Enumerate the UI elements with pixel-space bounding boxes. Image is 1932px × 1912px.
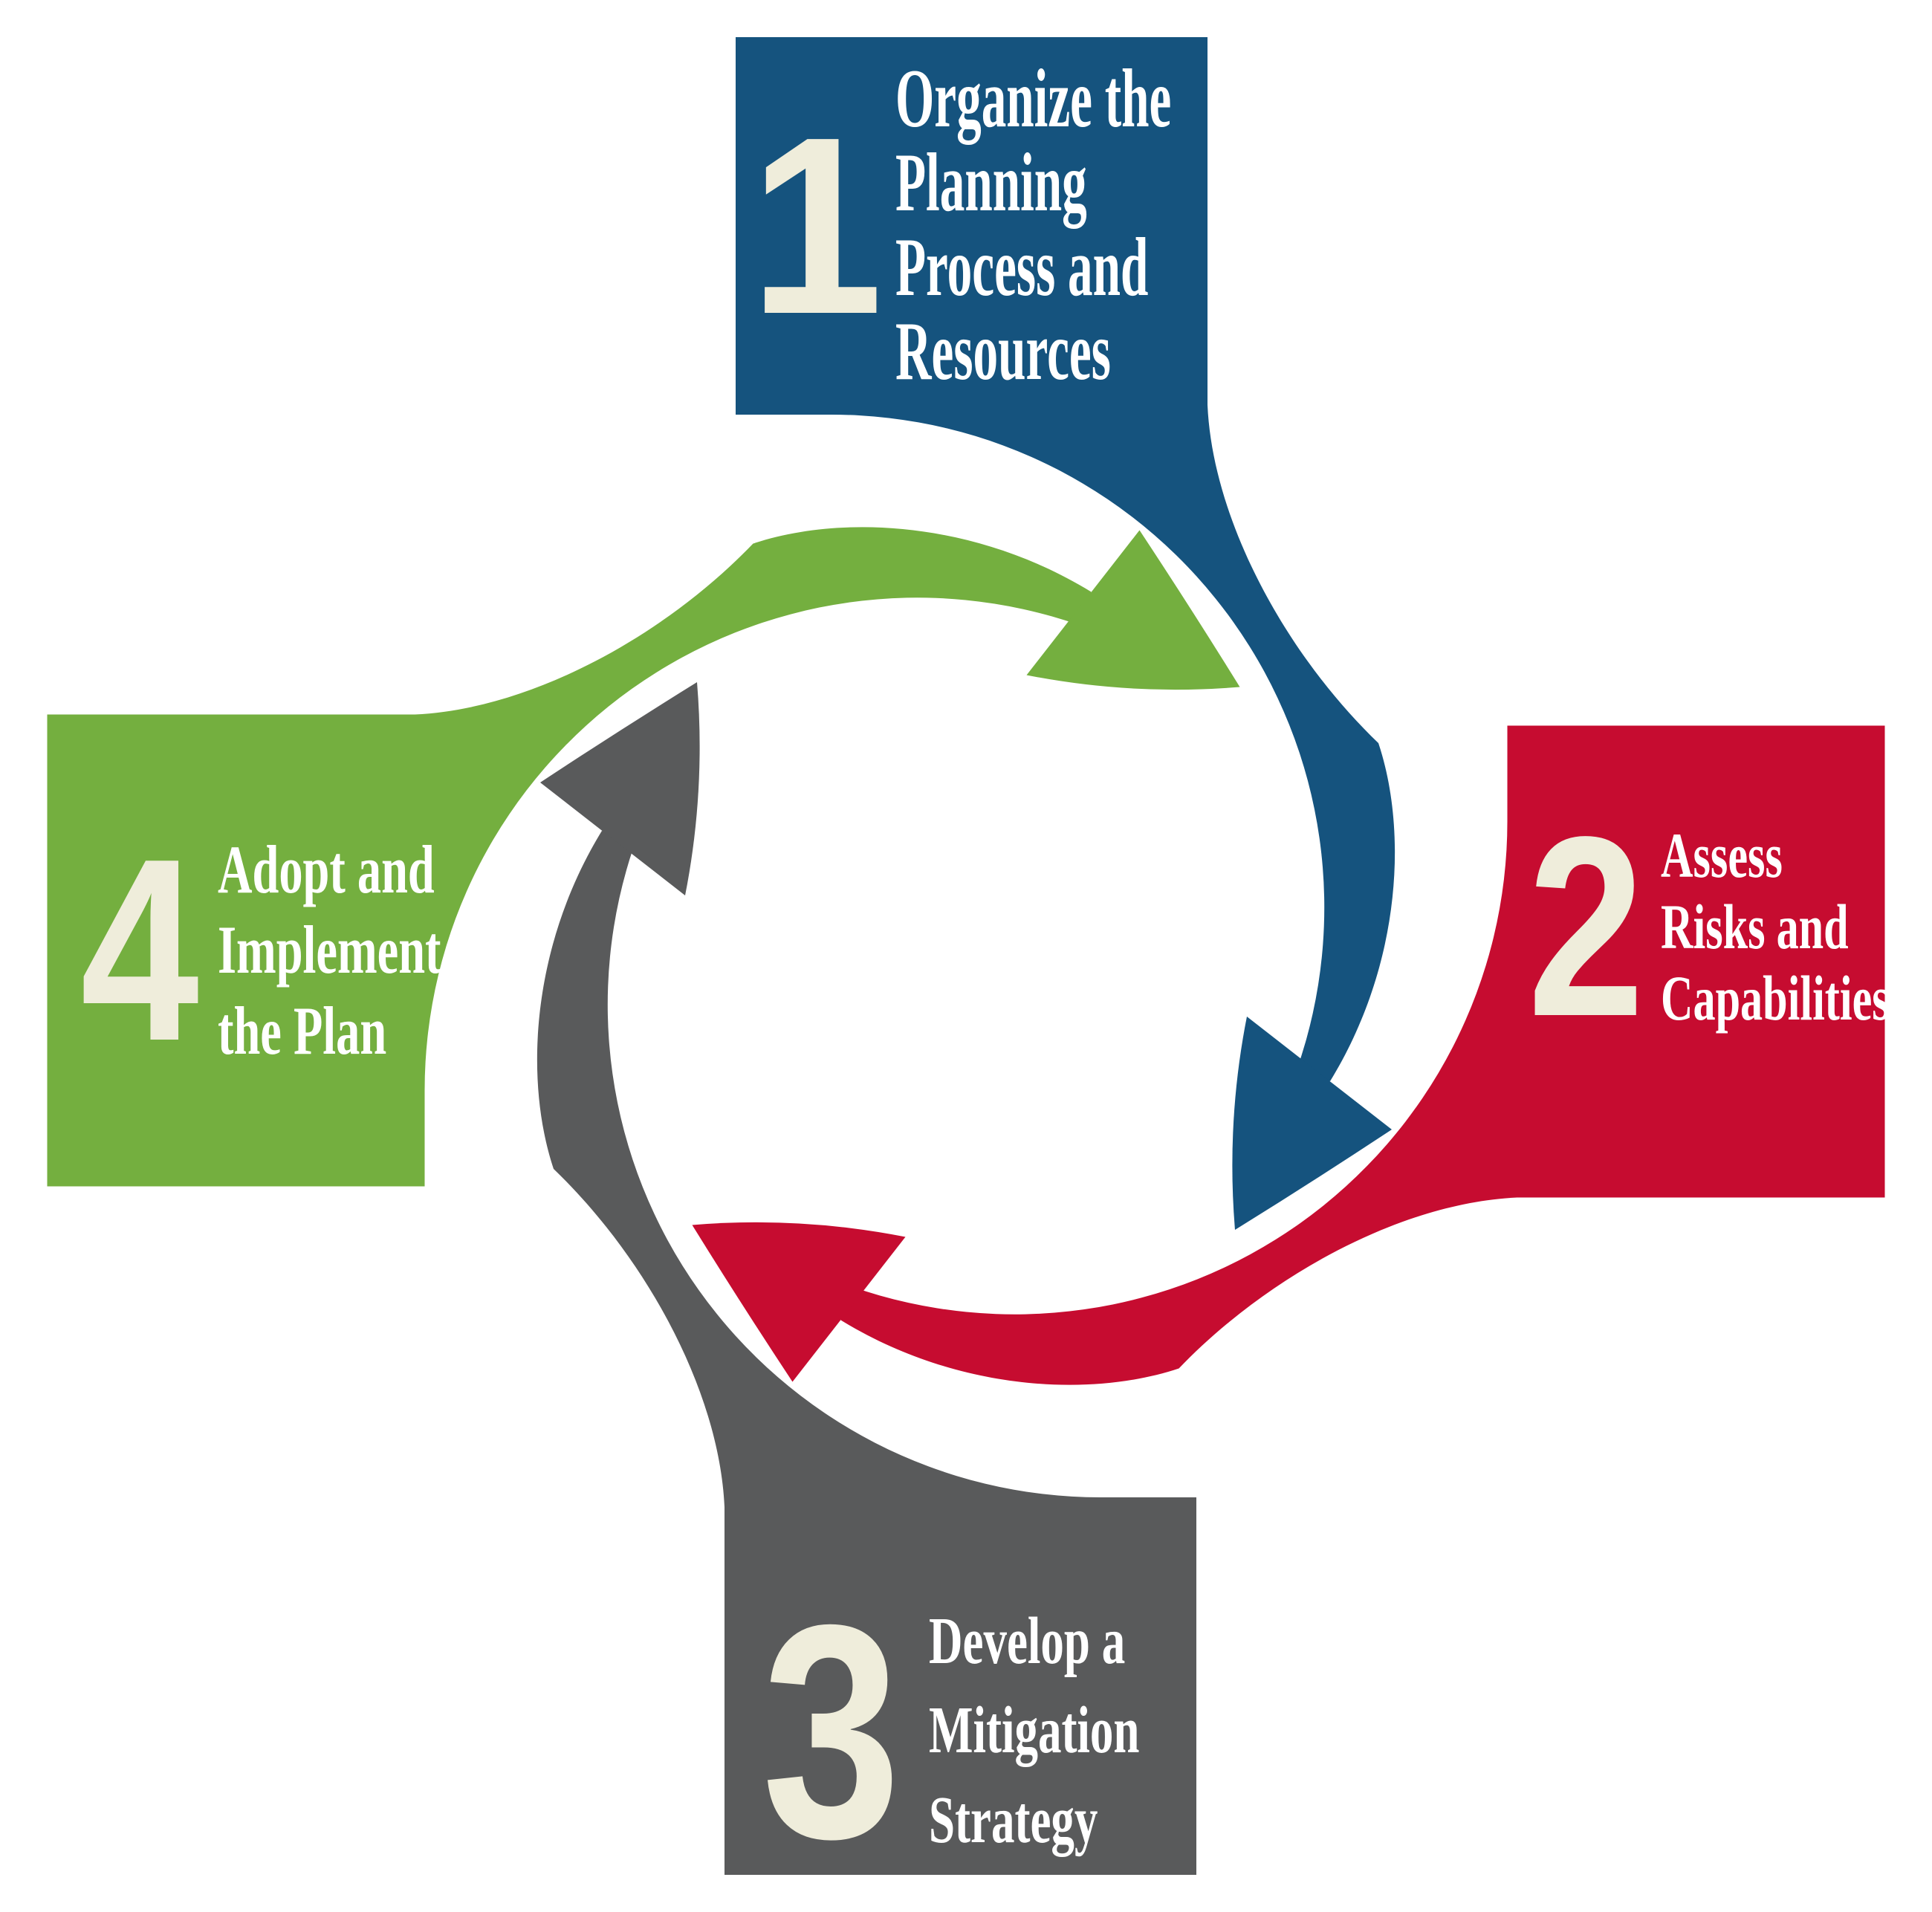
step-3-label-line-3: Strategy (929, 1783, 1098, 1857)
step-4-label-line-2: Implement (218, 912, 441, 988)
step-2-label: Assess Risks and Capabilities (1661, 820, 1890, 1034)
step-3-number: 3 (762, 1561, 901, 1902)
step-1-label-line-4: Resources (895, 305, 1111, 398)
step-4-box: 4 Adopt and Implement the Plan (47, 714, 441, 1186)
step-2-label-line-3: Capabilities (1661, 962, 1890, 1034)
step-1-label-line-3: Process and (895, 221, 1149, 314)
step-1-label-line-2: Planning (895, 137, 1087, 230)
step-4-label: Adopt and Implement the Plan (218, 829, 441, 1072)
step-1-label: Organize the Planning Process and Resour… (895, 53, 1172, 398)
step-2-label-line-2: Risks and (1661, 890, 1849, 962)
step-1-label-line-1: Organize the (895, 53, 1172, 146)
step-3-label: Develop a Mitigation Strategy (929, 1597, 1139, 1866)
step-2-number: 2 (1527, 783, 1645, 1070)
step-3-label-line-2: Mitigation (929, 1694, 1140, 1768)
step-3-label-line-1: Develop a (929, 1604, 1126, 1678)
step-3-box: 3 Develop a Mitigation Strategy (724, 1498, 1196, 1884)
step-2-label-line-1: Assess (1661, 819, 1783, 891)
step-4-number: 4 (80, 804, 199, 1095)
step-1-box: 1 Organize the Planning Process and Reso… (736, 37, 1208, 414)
step-2-box: 2 Assess Risks and Capabilities (1508, 726, 1890, 1198)
step-4-label-line-1: Adopt and (218, 831, 435, 907)
step-1-number: 1 (749, 84, 884, 367)
step-4-label-line-3: the Plan (218, 992, 387, 1069)
